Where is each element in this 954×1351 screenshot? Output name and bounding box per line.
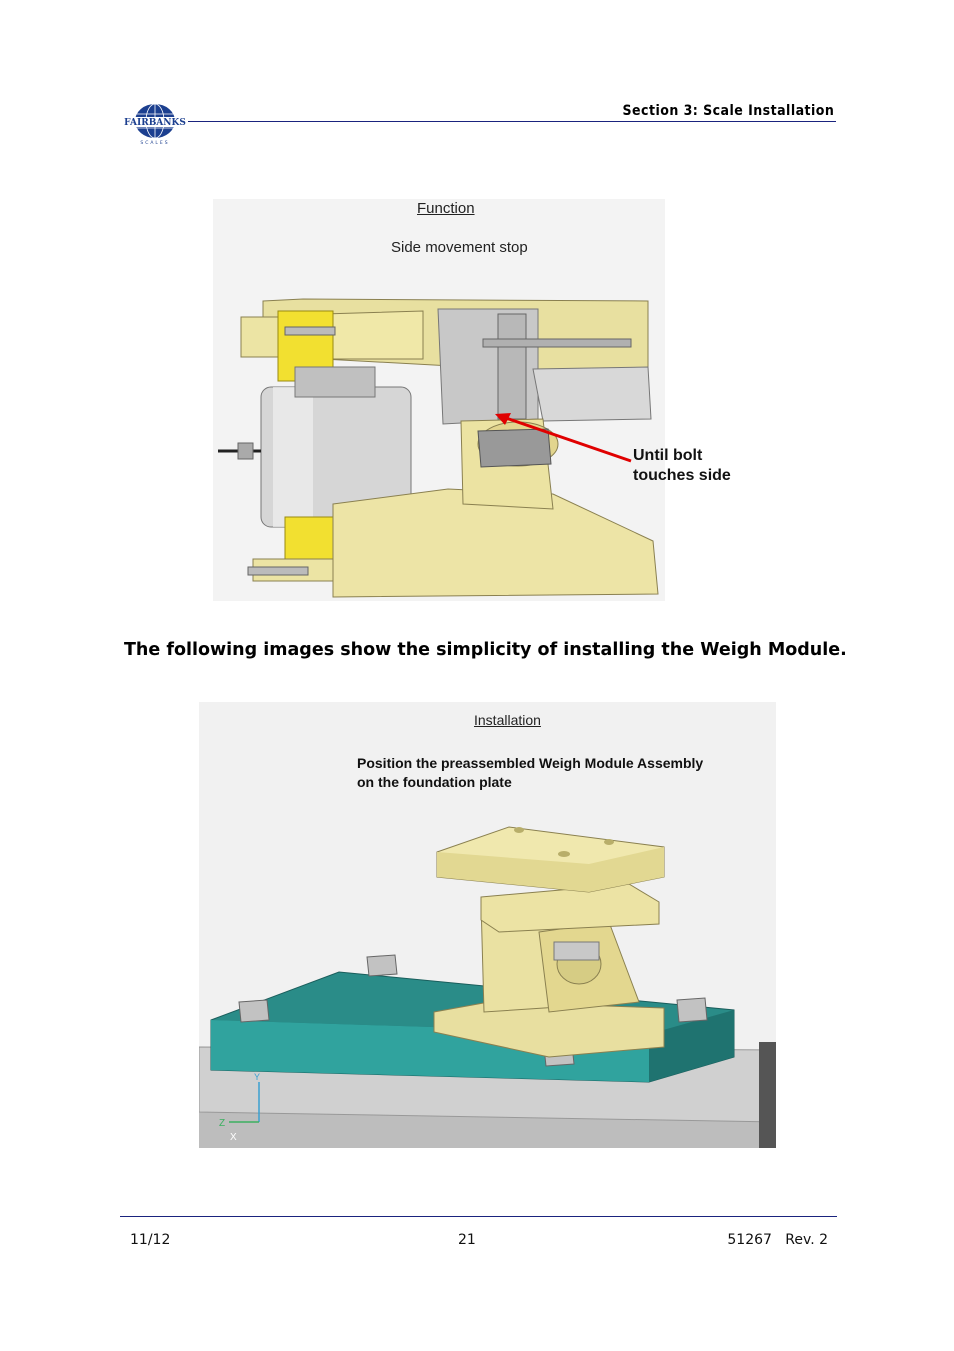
annotation-line2: touches side (633, 467, 731, 484)
figure2-title: Installation (474, 712, 541, 728)
footer-rule (120, 1216, 837, 1217)
header-rule (188, 121, 836, 122)
figure2-subtitle-line1: Position the preassembled Weigh Module A… (357, 755, 704, 771)
function-figure (213, 199, 665, 601)
page-number: 21 (458, 1232, 476, 1248)
bolt-annotation: Until bolt touches side (633, 446, 763, 486)
footer-date: 11/12 (130, 1232, 171, 1248)
svg-text:SCALES: SCALES (140, 140, 169, 146)
z-axis-label: Z (219, 1118, 225, 1129)
y-axis-label: Y (254, 1072, 260, 1082)
figure2-subtitle: Position the preassembled Weigh Module A… (357, 754, 757, 792)
annotation-line1: Until bolt (633, 447, 703, 464)
body-paragraph: The following images show the simplicity… (124, 640, 847, 660)
figure2-subtitle-line2: on the foundation plate (357, 774, 512, 790)
document-revision: 51267 Rev. 2 (727, 1232, 828, 1248)
x-axis-label: X (230, 1132, 237, 1143)
svg-text:FAIRBANKS: FAIRBANKS (124, 118, 186, 128)
weigh-module-install-view: Y Z X (198, 702, 777, 1148)
weigh-module-side-view (213, 199, 665, 601)
section-title: Section 3: Scale Installation (622, 103, 834, 119)
figure1-subtitle: Side movement stop (391, 239, 528, 256)
fairbanks-logo: FAIRBANKS SCALES (124, 102, 186, 146)
installation-figure: Y Z X (198, 702, 777, 1148)
figure1-title: Function (417, 200, 475, 217)
